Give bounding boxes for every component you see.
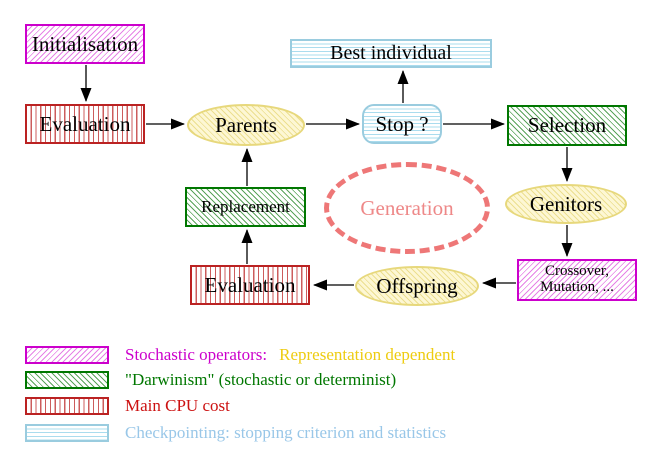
legend-swatch-green-hatch [25,371,109,389]
node-offspring: Offspring [355,266,479,306]
node-evaluation-bottom: Evaluation [190,265,310,305]
node-parents: Parents [187,104,305,146]
node-parents-label: Parents [215,112,277,137]
legend-swatch-red-stripes [25,397,109,415]
legend-label-darwinism: "Darwinism" (stochastic or determinist) [125,370,397,389]
legend-swatch-cyan-stripes [25,424,109,442]
node-genitors-label: Genitors [529,191,603,216]
node-selection-label: Selection [527,113,607,138]
legend-row-stochastic-operators: Stochastic operators: Representation dep… [25,345,456,364]
node-initialisation: Initialisation [25,24,145,64]
node-best-individual: Best individual [290,39,492,68]
node-offspring-label: Offspring [376,273,458,298]
node-stop: Stop ? [362,104,442,144]
node-crossover-label-line1: Crossover, [545,263,609,280]
legend-swatch-magenta-hatch [25,346,109,364]
legend-row-main-cpu-cost: Main CPU cost [25,396,230,415]
legend-label-checkpointing: Checkpointing: stopping criterion and st… [125,423,447,442]
node-best-individual-label: Best individual [330,42,452,64]
generation-dashed-ellipse: Generation [324,162,490,254]
legend-label-representation-dependent: Representation dependent [279,345,456,364]
node-selection: Selection [507,105,627,146]
node-evaluation-top-label: Evaluation [39,111,131,136]
legend-label-stochastic-operators: Stochastic operators: [125,345,268,364]
generation-label: Generation [360,195,454,220]
node-genitors: Genitors [505,184,627,224]
node-initialisation-label: Initialisation [31,31,139,56]
node-evaluation-top: Evaluation [25,104,145,144]
legend-row-checkpointing: Checkpointing: stopping criterion and st… [25,423,447,442]
node-replacement: Replacement [185,187,306,227]
node-replacement-label: Replacement [201,197,290,217]
node-evaluation-bottom-label: Evaluation [204,272,296,297]
legend-row-darwinism: "Darwinism" (stochastic or determinist) [25,370,397,389]
legend-label-main-cpu-cost: Main CPU cost [125,396,230,415]
node-crossover-label-line2: Mutation, ... [540,279,614,295]
node-stop-label: Stop ? [375,111,429,136]
node-crossover-mutation: Crossover, Mutation, ... [517,259,637,301]
